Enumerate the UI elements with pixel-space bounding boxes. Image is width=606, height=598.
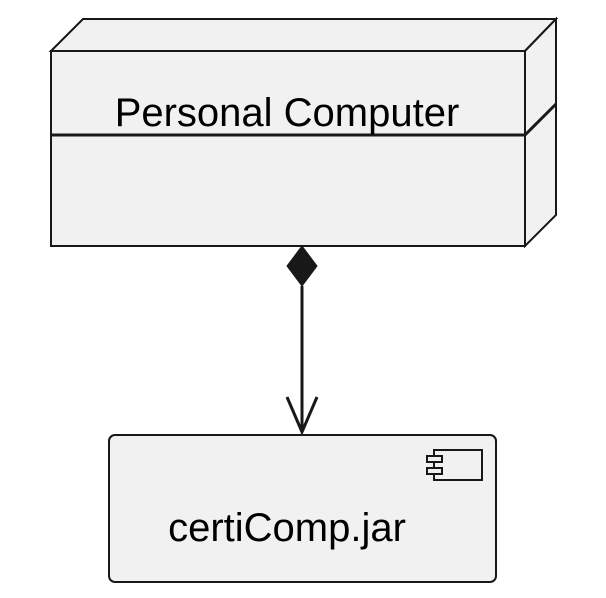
filled-diamond-icon — [286, 245, 318, 287]
node-side-face — [524, 16, 557, 249]
component-box — [108, 434, 497, 583]
component-label: certiComp.jar — [168, 506, 406, 550]
node-front-face — [50, 50, 526, 247]
node-side-divider-line — [523, 102, 558, 137]
node-label: Personal Computer — [115, 91, 460, 135]
node-personal-computer[interactable]: Personal Computer — [48, 16, 559, 249]
component-certicomp-jar[interactable]: certiComp.jar — [108, 434, 497, 583]
component-icon — [426, 449, 483, 481]
node-top-face — [48, 18, 559, 52]
composition-edge — [285, 245, 319, 436]
open-arrow-icon — [285, 396, 319, 436]
